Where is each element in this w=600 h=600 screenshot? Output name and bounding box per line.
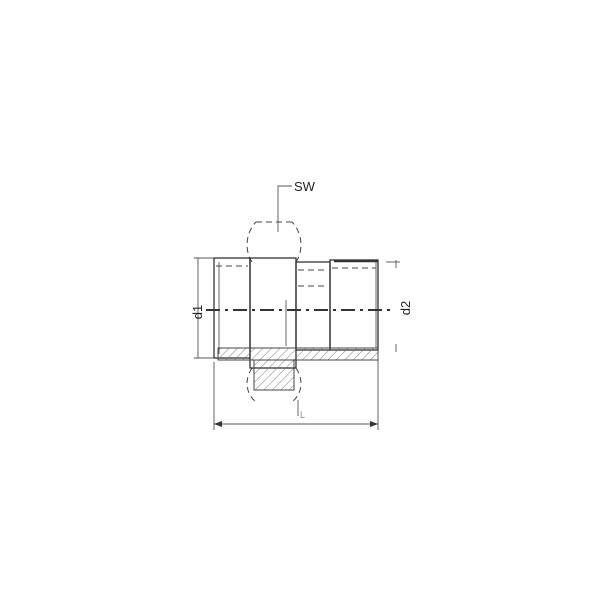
- section-hatching: [217, 347, 379, 391]
- d2-dimension: [386, 260, 400, 352]
- sw-leader: [277, 185, 292, 232]
- d2-label: d2: [398, 301, 413, 315]
- fitting-body: [213, 257, 379, 369]
- hex-nut-top: [246, 221, 302, 263]
- hex-nut-bottom: [246, 367, 302, 403]
- d1-dimension: [194, 257, 214, 359]
- l-label: L: [300, 410, 305, 420]
- d1-label: d1: [190, 305, 205, 319]
- l-dimension: [213, 352, 379, 430]
- sw-label: SW: [294, 179, 316, 194]
